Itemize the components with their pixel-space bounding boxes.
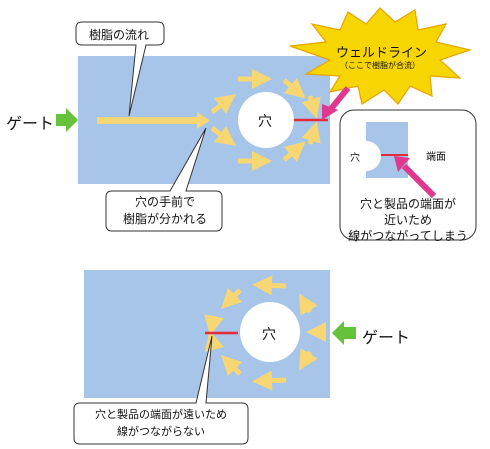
weldline-pointer-arrow <box>322 86 351 120</box>
far-edge-callout <box>73 335 249 445</box>
split-before-hole-label: 穴の手前で 樹脂が分かれる <box>112 194 218 228</box>
top-gate-arrow <box>56 108 78 132</box>
hole-label-bottom: 穴 <box>262 327 276 343</box>
resin-flow-label: 樹脂の流れ <box>89 28 150 42</box>
detail-edge-label: 端面 <box>426 152 446 163</box>
top-hole <box>238 92 294 148</box>
close-edge-line-2: 近いため <box>383 213 432 227</box>
split-callout <box>105 127 223 232</box>
far-edge-note: 穴と製品の端面が遠いため 線がつながらない <box>78 406 244 440</box>
bottom-flow-arrows <box>204 275 326 391</box>
weldline-subtitle: （ここで樹脂が合流） <box>340 61 420 70</box>
close-edge-line-3: 線がつながってしまう <box>348 229 468 243</box>
bottom-hole <box>240 302 300 362</box>
top-flow-arrows <box>210 69 321 171</box>
detail-inset <box>339 109 477 241</box>
bottom-gate-arrow <box>332 321 356 345</box>
close-edge-line-1: 穴と製品の端面が <box>359 197 456 211</box>
close-edge-note: 穴と製品の端面が 近いため 線がつながってしまう <box>342 196 474 244</box>
split-line-1: 穴の手前で <box>134 195 195 209</box>
hole-label-top: 穴 <box>258 114 272 130</box>
split-line-2: 樹脂が分かれる <box>122 212 207 226</box>
gate-label-top: ゲート <box>6 114 55 133</box>
top-main-flow-arrow <box>97 112 210 129</box>
gate-label-bottom: ゲート <box>362 328 411 347</box>
resin-flow-callout <box>75 21 165 117</box>
weldline-title: ウェルドライン <box>336 46 428 61</box>
detail-hole-label: 穴 <box>350 153 360 164</box>
far-edge-line-2: 線がつながらない <box>117 425 205 438</box>
far-edge-line-1: 穴と製品の端面が遠いため <box>95 408 227 421</box>
weldline-burst <box>289 7 473 105</box>
